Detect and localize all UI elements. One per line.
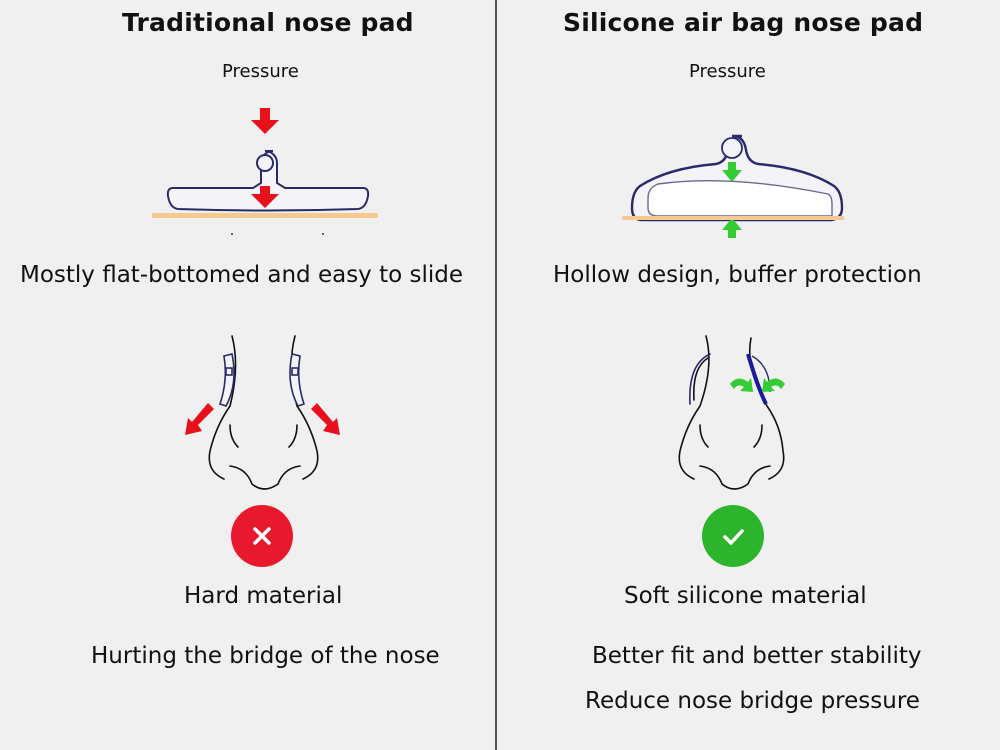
feature-text: Mostly flat-bottomed and easy to slide — [20, 262, 464, 288]
cushion-arrow-icon — [722, 162, 742, 238]
column-title: Silicone air bag nose pad — [563, 8, 924, 37]
feature-text: Hollow design, buffer protection — [553, 262, 922, 288]
surface-line — [622, 216, 844, 220]
traditional-pad-column: Traditional nose pad Pressure Mostly fla… — [0, 0, 495, 750]
slide-arrow-icon — [185, 403, 340, 435]
column-divider — [495, 0, 497, 750]
fit-arrow-icon — [730, 378, 785, 392]
effect-text: Hurting the bridge of the nose — [91, 643, 440, 669]
pressure-arrow-icon — [251, 186, 279, 208]
effect-text: Reduce nose bridge pressure — [585, 688, 920, 714]
nose-fitting-diagram — [678, 335, 785, 490]
effect-text: Better fit and better stability — [592, 643, 922, 669]
material-text: Soft silicone material — [624, 583, 867, 609]
nose-sliding-diagram — [185, 335, 340, 490]
check-mark-icon — [702, 505, 764, 567]
surface-line — [152, 213, 378, 218]
pressure-label: Pressure — [222, 61, 299, 82]
column-title: Traditional nose pad — [122, 8, 414, 37]
pressure-arrow-icon — [251, 108, 279, 134]
material-text: Hard material — [184, 583, 343, 609]
pressure-label: Pressure — [689, 61, 766, 82]
flat-pad-diagram — [152, 108, 378, 235]
x-mark-icon — [231, 505, 293, 567]
air-bag-pad-diagram — [622, 134, 844, 238]
silicone-pad-column: Silicone air bag nose pad Pressure Hollo… — [497, 0, 1000, 750]
